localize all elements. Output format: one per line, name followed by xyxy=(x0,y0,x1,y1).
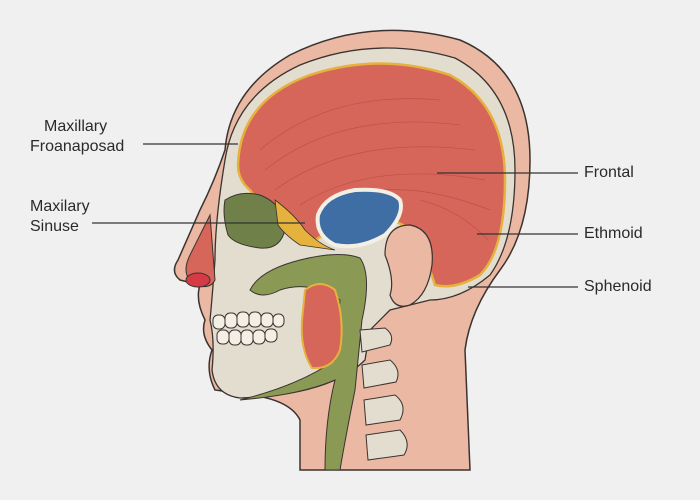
green-orbit-sinus xyxy=(223,192,286,249)
blue-sinus xyxy=(315,187,403,249)
label-maxillary-froanaposad: Maxillary Froanaposad xyxy=(30,117,124,157)
label-sphenoid: Sphenoid xyxy=(584,278,652,295)
teeth xyxy=(212,311,285,346)
nostril xyxy=(185,272,211,288)
label-line-1: Maxilary xyxy=(30,198,90,215)
label-line-2: Sinuse xyxy=(30,218,79,235)
label-maxilary-sinuse: Maxilary Sinuse xyxy=(30,197,90,237)
label-frontal: Frontal xyxy=(584,164,634,181)
yellow-layer xyxy=(274,199,336,251)
label-line-1: Maxillary xyxy=(44,118,108,135)
maxillary-sinus xyxy=(300,283,343,370)
label-ethmoid: Ethmoid xyxy=(584,225,643,242)
label-line-2: Froanaposad xyxy=(30,138,125,155)
cervical-vertebrae xyxy=(359,327,408,461)
ear xyxy=(384,224,433,307)
